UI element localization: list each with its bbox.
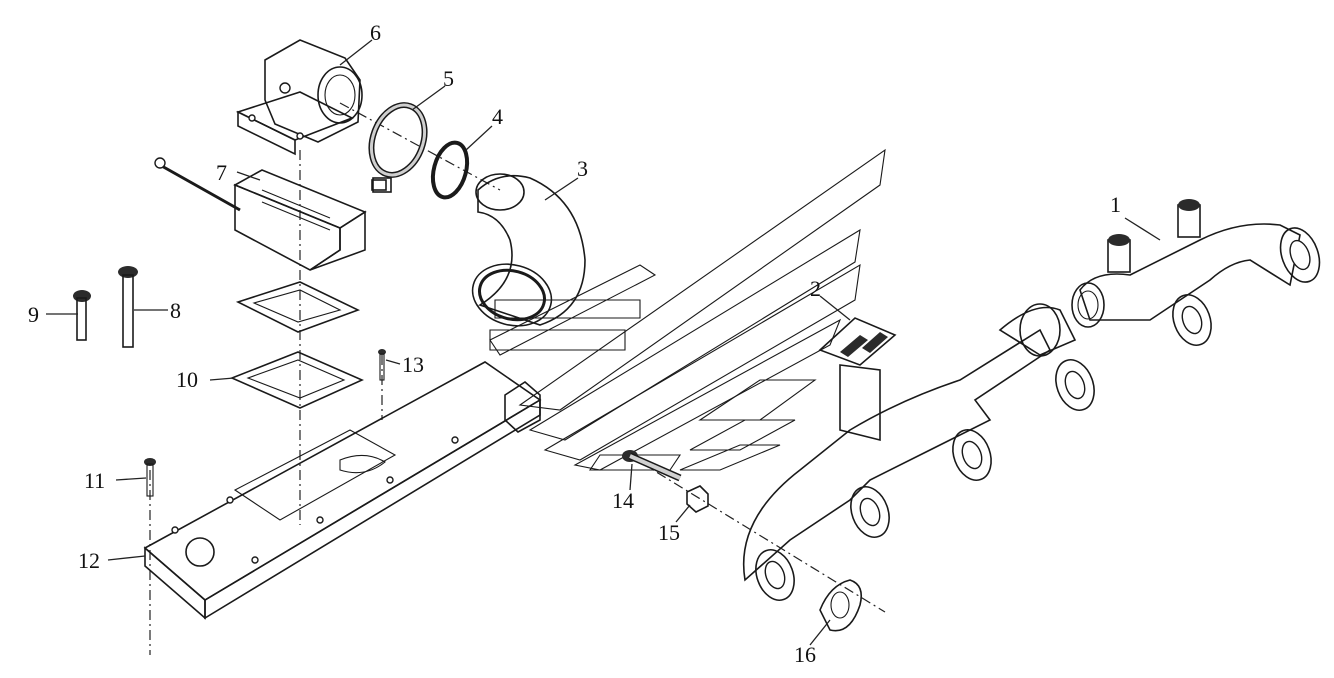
part-9-bolt: [73, 290, 91, 341]
callout-12: 12: [78, 548, 100, 573]
callout-6: 6: [370, 20, 381, 45]
background-watermark: [489, 148, 886, 471]
callout-labels: 1 2 3 4 5 6 7 8 9 10 11 12 13 14 15 16: [28, 20, 1121, 667]
part-11-bolt: [144, 458, 156, 497]
callout-5: 5: [443, 66, 454, 91]
callout-1: 1: [1110, 192, 1121, 217]
callout-11: 11: [84, 468, 105, 493]
part-14-stud: [622, 450, 682, 482]
callout-9: 9: [28, 302, 39, 327]
callout-10: 10: [176, 367, 198, 392]
callout-13: 13: [402, 352, 424, 377]
part-7-sensor-block: [154, 157, 387, 271]
part-12-cover: [143, 361, 542, 620]
part-10-gaskets: [229, 281, 364, 409]
part-6-housing: [235, 39, 363, 156]
part-1-manifold: [1071, 199, 1321, 346]
callout-16: 16: [794, 642, 816, 667]
callout-7: 7: [216, 160, 227, 185]
part-15-nut: [686, 485, 709, 513]
callout-2: 2: [810, 276, 821, 301]
leader-lines: [46, 39, 1161, 646]
part-3-elbow: [471, 173, 586, 327]
assembly-axes: [149, 102, 886, 655]
part-16-gasket: [819, 579, 863, 632]
part-2-manifold: [742, 303, 1095, 601]
callout-8: 8: [170, 298, 181, 323]
callout-14: 14: [612, 488, 634, 513]
callout-3: 3: [577, 156, 588, 181]
part-4-ring: [430, 140, 470, 200]
part-13-bolt: [378, 349, 386, 381]
callout-15: 15: [658, 520, 680, 545]
part-5-clamp: [368, 102, 428, 193]
callout-4: 4: [492, 104, 503, 129]
part-8-bolt: [118, 266, 138, 348]
